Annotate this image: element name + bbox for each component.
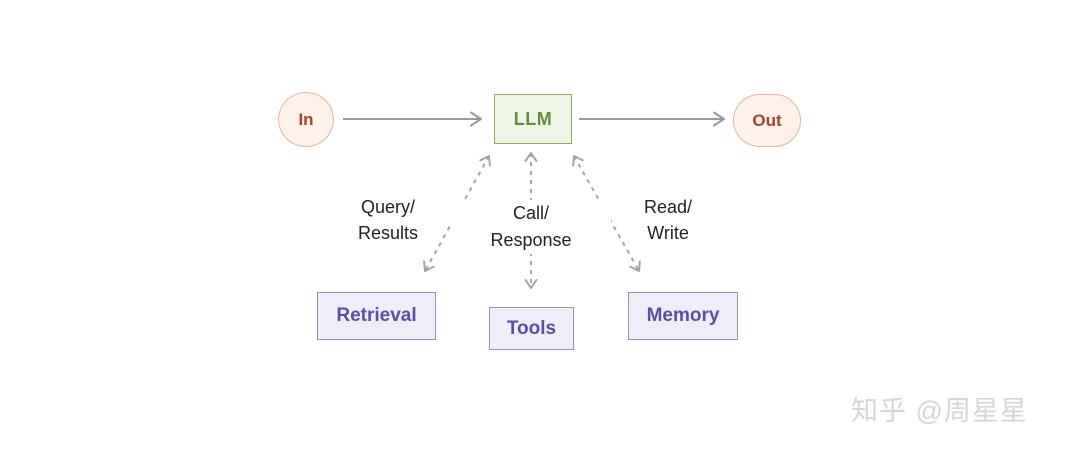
node-retrieval-label: Retrieval: [336, 305, 417, 326]
node-memory-label: Memory: [646, 305, 720, 326]
node-out-label: Out: [752, 110, 782, 130]
node-in-label: In: [298, 109, 314, 129]
edge-label-query-results: Query/ Results: [357, 197, 419, 243]
node-tools-label: Tools: [506, 317, 557, 339]
node-retrieval: Retrieval: [317, 292, 436, 340]
node-in: In: [278, 92, 334, 147]
node-out: Out: [733, 94, 801, 147]
edge-label-call-response: Call/ Response: [451, 200, 611, 254]
node-memory: Memory: [628, 292, 738, 340]
node-llm: LLM: [494, 94, 572, 144]
node-llm-label: LLM: [513, 108, 553, 129]
edge-label-read-write: Read/ Write: [643, 197, 693, 243]
node-tools: Tools: [489, 307, 574, 350]
watermark: 知乎 @周星星: [851, 396, 1028, 426]
